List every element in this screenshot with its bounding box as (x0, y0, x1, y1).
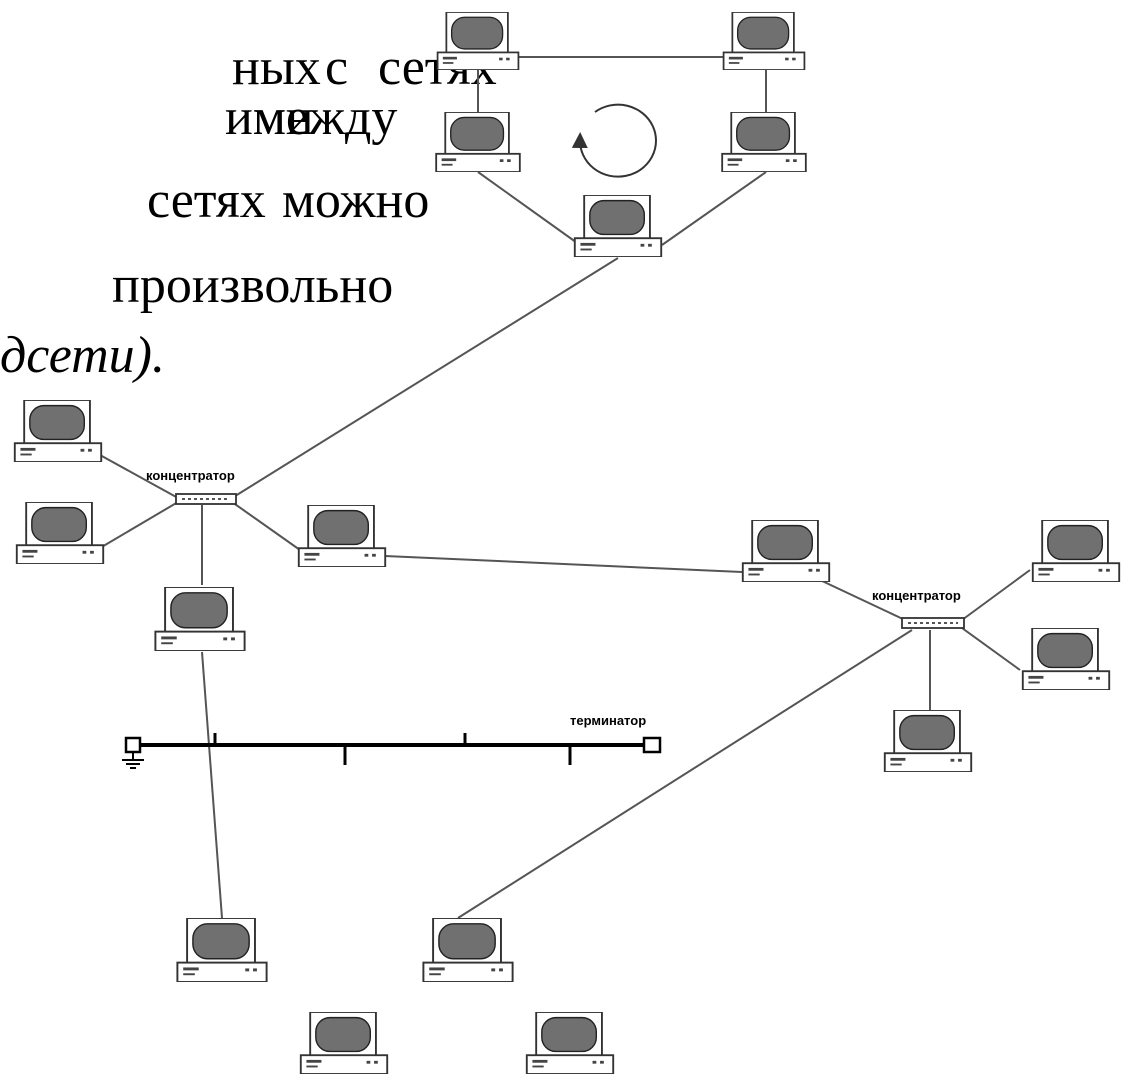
terminator-icon (642, 736, 662, 754)
computer-icon (721, 112, 807, 172)
star-link (231, 501, 301, 551)
star-link (961, 569, 1031, 621)
text-fragment-6: сетях (147, 172, 266, 229)
computer-icon (1031, 520, 1121, 582)
computer-icon (741, 520, 831, 582)
computer-icon (435, 112, 521, 172)
hub-icon (901, 617, 965, 629)
hub-label-left: концентратор (146, 468, 235, 483)
text-fragment-8: произвольно (112, 257, 394, 314)
computer-icon (299, 1012, 389, 1074)
text-fragment-1: ных (232, 39, 321, 96)
text-fragment-3: с (325, 39, 349, 96)
uplink (231, 257, 619, 499)
connections (99, 56, 1031, 919)
star-link (99, 501, 179, 549)
star-link (819, 579, 906, 621)
computer-icon (436, 12, 520, 70)
inter-link (384, 555, 743, 573)
star-link (961, 627, 1021, 671)
text-fragment-9: дсети). (0, 327, 165, 384)
circular-arrow-icon (571, 103, 657, 178)
hub-icon (175, 493, 237, 505)
computer-icon (154, 587, 246, 651)
computer-icon (13, 400, 103, 462)
terminator-label: терминатор (570, 713, 646, 728)
ground-icon (122, 752, 144, 769)
ring-link (661, 171, 767, 246)
terminator-icon (124, 736, 142, 754)
computer-icon (15, 502, 105, 564)
computer-icon (525, 1012, 615, 1074)
ring-link (477, 171, 581, 246)
bus-segment (122, 733, 662, 769)
text-fragment-4: ими (225, 89, 314, 146)
bus-uplink (201, 651, 223, 919)
computer-icon (176, 918, 268, 982)
text-fragment-5: между (253, 89, 398, 146)
hub-label-right: концентратор (872, 588, 961, 603)
text-fragment-7: можно (282, 172, 430, 229)
computer-icon (573, 195, 663, 257)
star-link (99, 454, 179, 499)
computer-icon (1021, 628, 1111, 690)
computer-icon (297, 505, 387, 567)
computer-icon (422, 918, 514, 982)
computer-icon (883, 710, 973, 772)
computer-icon (722, 12, 806, 70)
bus-uplink (457, 629, 913, 919)
